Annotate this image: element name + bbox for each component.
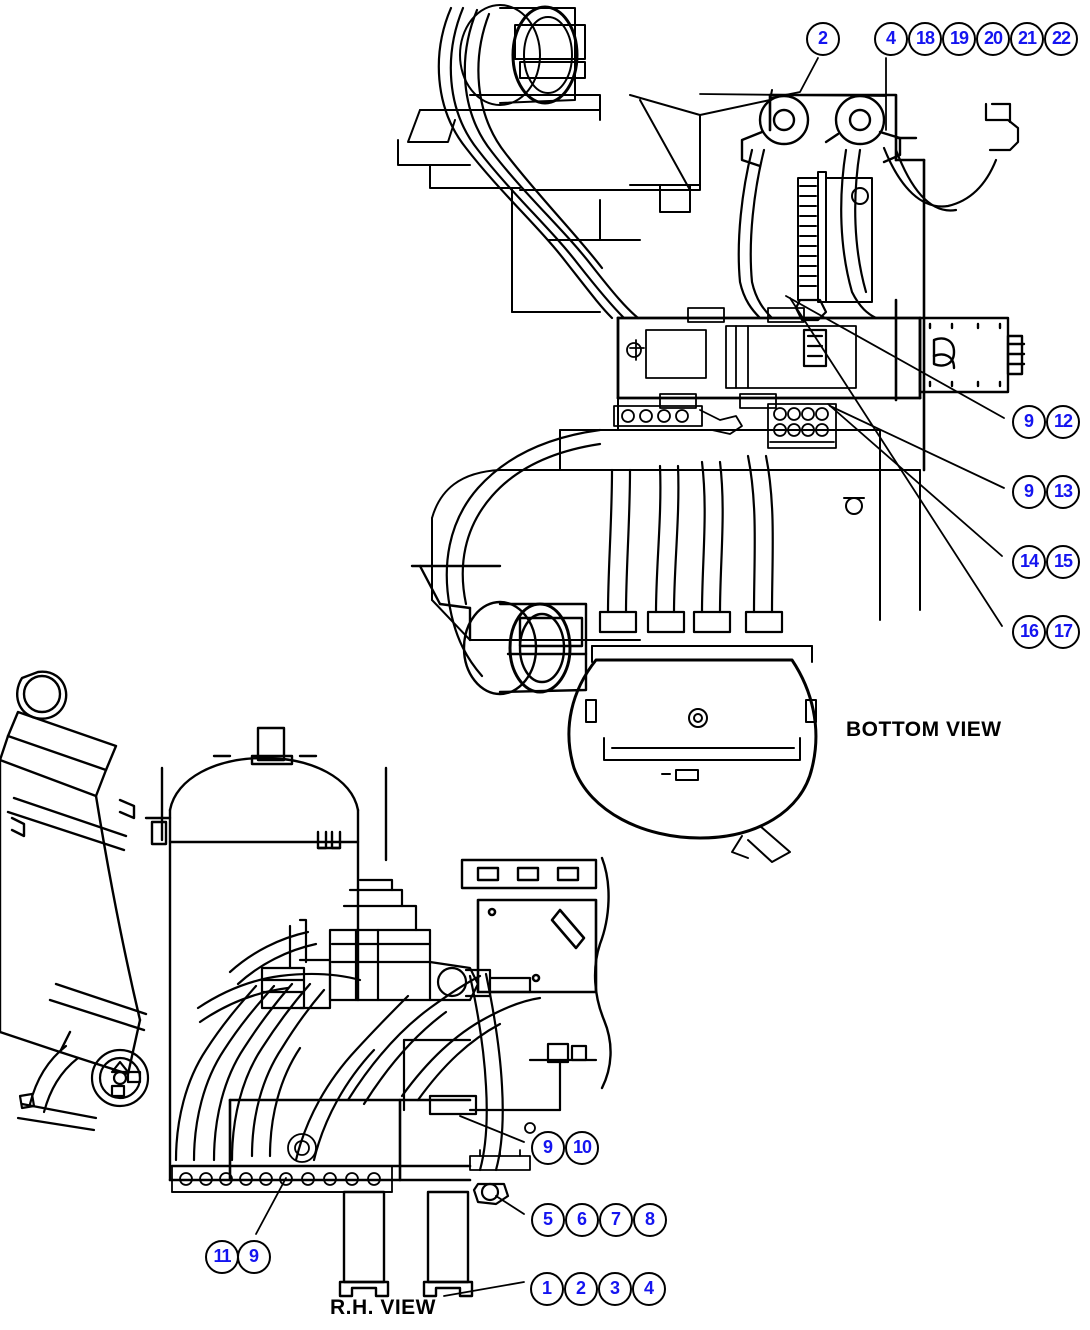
rh-hose-right <box>468 972 510 1206</box>
callout-8[interactable]: 8 <box>633 1203 667 1237</box>
rh-hose-tank-to-pump <box>196 918 362 1024</box>
bv-main-body <box>511 89 773 313</box>
callout-22[interactable]: 22 <box>1044 22 1078 56</box>
bottom-view-label: BOTTOM VIEW <box>846 718 1002 741</box>
callout-10[interactable]: 10 <box>565 1131 599 1165</box>
callout-4[interactable]: 4 <box>632 1272 666 1306</box>
bv-hose-bundle-upper <box>437 6 640 320</box>
callout-3[interactable]: 3 <box>598 1272 632 1306</box>
rh-pump-block <box>260 878 532 1010</box>
rh-view-label: R.H. VIEW <box>330 1296 437 1319</box>
callout-9[interactable]: 9 <box>1012 475 1046 509</box>
callout-20[interactable]: 20 <box>976 22 1010 56</box>
callout-13[interactable]: 13 <box>1046 475 1080 509</box>
rh-hub <box>16 1044 150 1132</box>
callout-14[interactable]: 14 <box>1012 545 1046 579</box>
bv-right-box <box>918 316 1026 394</box>
callout-15[interactable]: 15 <box>1046 545 1080 579</box>
callout-2[interactable]: 2 <box>564 1272 598 1306</box>
bv-hoses-lower <box>598 454 784 634</box>
callout-9[interactable]: 9 <box>1012 405 1046 439</box>
rh-hose-bundle-center <box>294 974 542 1162</box>
rh-view-assembly <box>0 670 612 1298</box>
bv-port-cluster-left <box>613 405 743 435</box>
bv-drum-housing <box>397 4 601 189</box>
bv-port-cluster <box>767 403 837 449</box>
callout-18[interactable]: 18 <box>908 22 942 56</box>
callout-4[interactable]: 4 <box>874 22 908 56</box>
rh-leader-lines <box>255 1115 525 1297</box>
bv-drum-lower <box>410 564 588 696</box>
bv-lower-structure <box>431 397 921 641</box>
callout-17[interactable]: 17 <box>1046 615 1080 649</box>
bv-tank <box>567 658 818 840</box>
callout-19[interactable]: 19 <box>942 22 976 56</box>
rh-lower-right-bracket <box>402 1038 598 1116</box>
callout-9[interactable]: 9 <box>531 1131 565 1165</box>
bv-top-leader-lines <box>699 57 887 131</box>
callout-21[interactable]: 21 <box>1010 22 1044 56</box>
bv-mid-plate-detail <box>626 307 857 409</box>
rh-support-legs <box>338 1190 474 1298</box>
rh-deck-right-detail <box>469 1122 536 1171</box>
bv-tank-detail <box>585 645 817 863</box>
bv-hoses-mid <box>737 102 1020 320</box>
callout-5[interactable]: 5 <box>531 1203 565 1237</box>
bv-leader-lines <box>785 295 1005 627</box>
callout-6[interactable]: 6 <box>565 1203 599 1237</box>
rh-cooler-panel <box>476 898 598 994</box>
bv-hose-left-loop <box>445 428 602 678</box>
callout-9[interactable]: 9 <box>237 1240 271 1274</box>
callout-7[interactable]: 7 <box>599 1203 633 1237</box>
callout-12[interactable]: 12 <box>1046 405 1080 439</box>
callout-16[interactable]: 16 <box>1012 615 1046 649</box>
callout-11[interactable]: 11 <box>205 1240 239 1274</box>
bottom-view-assembly <box>397 4 1026 863</box>
rh-hose-bundle-left <box>174 982 326 1162</box>
callout-1[interactable]: 1 <box>530 1272 564 1306</box>
callout-2[interactable]: 2 <box>806 22 840 56</box>
